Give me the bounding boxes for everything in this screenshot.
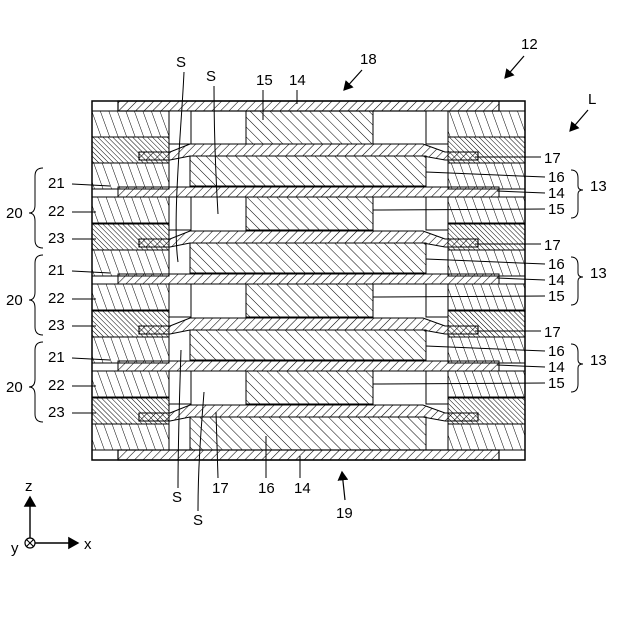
label-18: 18	[360, 51, 377, 68]
svg-text:16: 16	[548, 256, 565, 273]
svg-text:15: 15	[548, 201, 565, 218]
label-top-14: 14	[289, 72, 306, 89]
svg-text:22: 22	[48, 203, 65, 220]
label-bottom-14: 14	[294, 480, 311, 497]
svg-text:17: 17	[544, 150, 561, 167]
svg-text:21: 21	[48, 175, 65, 192]
axes-indicator: z x y	[11, 478, 92, 557]
top-collector	[118, 101, 499, 111]
cell-unit-3	[92, 311, 525, 404]
arrow-19	[342, 472, 345, 500]
label-bottom-17: 17	[212, 480, 229, 497]
svg-text:23: 23	[48, 404, 65, 421]
svg-text:14: 14	[548, 359, 565, 376]
label-top-S1: S	[176, 54, 186, 71]
svg-text:22: 22	[48, 290, 65, 307]
svg-text:13: 13	[590, 178, 607, 195]
bottom-left-seal	[92, 424, 169, 450]
top-right-seal	[448, 111, 525, 137]
svg-text:23: 23	[48, 317, 65, 334]
label-bottom-S1: S	[172, 489, 182, 506]
top-separator-right	[426, 111, 448, 144]
svg-text:14: 14	[548, 272, 565, 289]
bottom-right-seal	[448, 424, 525, 450]
svg-text:17: 17	[544, 237, 561, 254]
bottom-collector	[118, 450, 499, 460]
arrow-12	[505, 56, 524, 78]
label-L: L	[588, 91, 596, 108]
svg-text:20: 20	[6, 205, 23, 222]
svg-text:20: 20	[6, 292, 23, 309]
cell-unit-1	[92, 137, 525, 230]
svg-text:13: 13	[590, 265, 607, 282]
arrow-L	[570, 110, 588, 131]
label-top-S2: S	[206, 68, 216, 85]
label-bottom-S2: S	[193, 512, 203, 529]
svg-text:16: 16	[548, 169, 565, 186]
axis-label-z: z	[25, 478, 33, 495]
svg-text:15: 15	[548, 288, 565, 305]
svg-text:21: 21	[48, 349, 65, 366]
bottom-layer-16	[190, 417, 426, 450]
svg-text:15: 15	[548, 375, 565, 392]
svg-text:14: 14	[548, 185, 565, 202]
svg-text:20: 20	[6, 379, 23, 396]
top-layer-15	[246, 111, 373, 144]
cell-unit-2	[92, 224, 525, 317]
axis-label-x: x	[84, 536, 92, 553]
svg-text:17: 17	[544, 324, 561, 341]
top-left-seal	[92, 111, 169, 137]
label-12: 12	[521, 36, 538, 53]
axis-label-y: y	[11, 540, 19, 557]
svg-text:21: 21	[48, 262, 65, 279]
label-19: 19	[336, 505, 353, 522]
label-bottom-16: 16	[258, 480, 275, 497]
arrow-18	[344, 70, 362, 90]
svg-text:13: 13	[590, 352, 607, 369]
svg-text:22: 22	[48, 377, 65, 394]
label-top-15: 15	[256, 72, 273, 89]
svg-text:23: 23	[48, 230, 65, 247]
svg-text:16: 16	[548, 343, 565, 360]
